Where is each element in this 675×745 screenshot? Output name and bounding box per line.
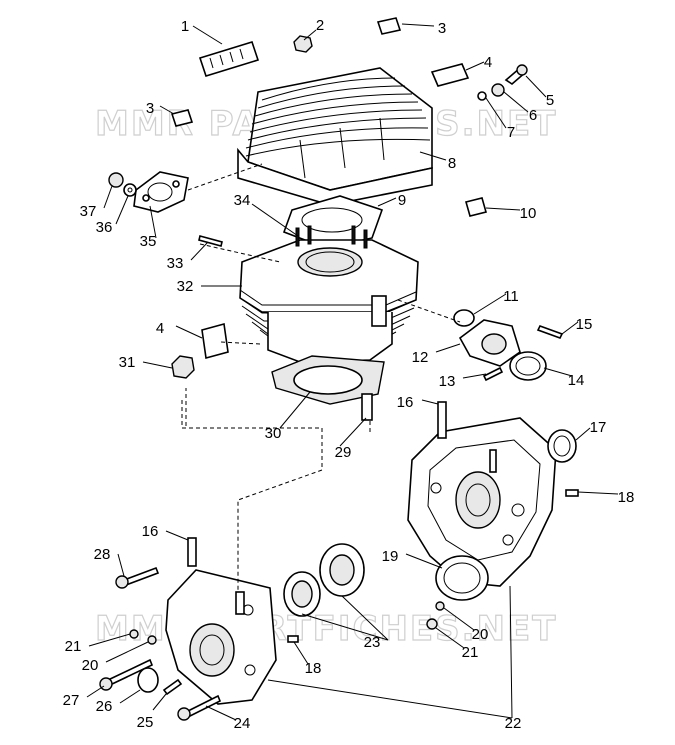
block-4-top xyxy=(430,63,470,87)
nut-21-right xyxy=(426,618,438,630)
callout-4: 4 xyxy=(156,320,164,337)
callout-27: 27 xyxy=(63,692,80,709)
callout-9: 9 xyxy=(398,192,406,209)
callout-21: 21 xyxy=(65,638,82,655)
callout-26: 26 xyxy=(96,698,113,715)
callout-8: 8 xyxy=(448,155,456,172)
callout-17: 17 xyxy=(590,419,607,436)
nut-37 xyxy=(108,172,124,188)
callout-33: 33 xyxy=(167,255,184,272)
callout-5: 5 xyxy=(546,92,554,109)
washer-7 xyxy=(477,91,487,101)
spark-plug-cap-1 xyxy=(198,41,260,77)
gasket-19 xyxy=(435,555,489,601)
callout-31: 31 xyxy=(119,354,136,371)
callout-3: 3 xyxy=(146,100,154,117)
callout-14: 14 xyxy=(568,372,585,389)
block-4-left xyxy=(201,322,229,360)
grommet-10 xyxy=(465,197,487,217)
callout-25: 25 xyxy=(137,714,154,731)
o-ring-11 xyxy=(453,309,475,327)
crankcase-left xyxy=(165,537,277,705)
screw-15 xyxy=(536,325,564,339)
bolt-28 xyxy=(115,566,160,589)
callout-22: 22 xyxy=(505,715,522,732)
nut-31 xyxy=(171,355,195,379)
callout-35: 35 xyxy=(140,233,157,250)
bearing-23-a xyxy=(283,571,321,617)
dowel-18-left xyxy=(287,635,299,643)
stud-29 xyxy=(361,393,373,421)
pin-13 xyxy=(482,366,504,382)
crankcase-right xyxy=(407,401,557,587)
callout-30: 30 xyxy=(265,425,282,442)
bolt-5 xyxy=(504,64,528,86)
base-gasket xyxy=(271,355,385,405)
callout-6: 6 xyxy=(529,107,537,124)
callout-20: 20 xyxy=(472,626,489,643)
callout-18: 18 xyxy=(618,489,635,506)
callout-16: 16 xyxy=(142,523,159,540)
callout-36: 36 xyxy=(96,219,113,236)
callout-2: 2 xyxy=(316,17,324,34)
assembly-lines xyxy=(181,163,461,590)
clamp-14 xyxy=(509,351,547,381)
washer-36 xyxy=(123,183,137,197)
callout-24: 24 xyxy=(234,715,251,732)
callout-12: 12 xyxy=(412,349,429,366)
seal-26 xyxy=(137,667,159,693)
bolt-21-left xyxy=(129,629,139,639)
bolt-24 xyxy=(177,694,222,721)
callout-20: 20 xyxy=(82,657,99,674)
callout-3: 3 xyxy=(438,20,446,37)
washer-20-left xyxy=(147,635,157,645)
callout-13: 13 xyxy=(439,373,456,390)
stud-33 xyxy=(198,235,223,247)
callout-18: 18 xyxy=(305,660,322,677)
nut-2 xyxy=(293,35,313,53)
callout-19: 19 xyxy=(382,548,399,565)
callout-1: 1 xyxy=(181,18,189,35)
bearing-23-b xyxy=(319,543,365,597)
exhaust-flange-gasket xyxy=(133,171,189,213)
washer-20-right xyxy=(435,601,445,611)
callout-16: 16 xyxy=(397,394,414,411)
callout-10: 10 xyxy=(520,205,537,222)
callout-7: 7 xyxy=(507,124,515,141)
callout-11: 11 xyxy=(503,288,519,305)
bolt-27 xyxy=(99,658,154,691)
nut-6 xyxy=(491,83,505,97)
screw-25 xyxy=(162,678,183,696)
callout-34: 34 xyxy=(234,192,251,209)
grommet-3-top xyxy=(376,17,402,35)
cylinder-head xyxy=(237,67,433,206)
callout-28: 28 xyxy=(94,546,111,563)
callout-32: 32 xyxy=(177,278,194,295)
cylinder xyxy=(239,225,419,363)
seal-17 xyxy=(547,429,577,463)
callout-29: 29 xyxy=(335,444,352,461)
callout-21: 21 xyxy=(462,644,479,661)
dowel-18-right xyxy=(565,489,579,497)
callout-37: 37 xyxy=(80,203,97,220)
callout-23: 23 xyxy=(364,634,381,651)
intake-manifold-12 xyxy=(458,319,521,367)
callout-4: 4 xyxy=(484,54,492,71)
callout-15: 15 xyxy=(576,316,593,333)
leader-lines xyxy=(86,23,619,721)
grommet-3-left xyxy=(170,109,194,127)
